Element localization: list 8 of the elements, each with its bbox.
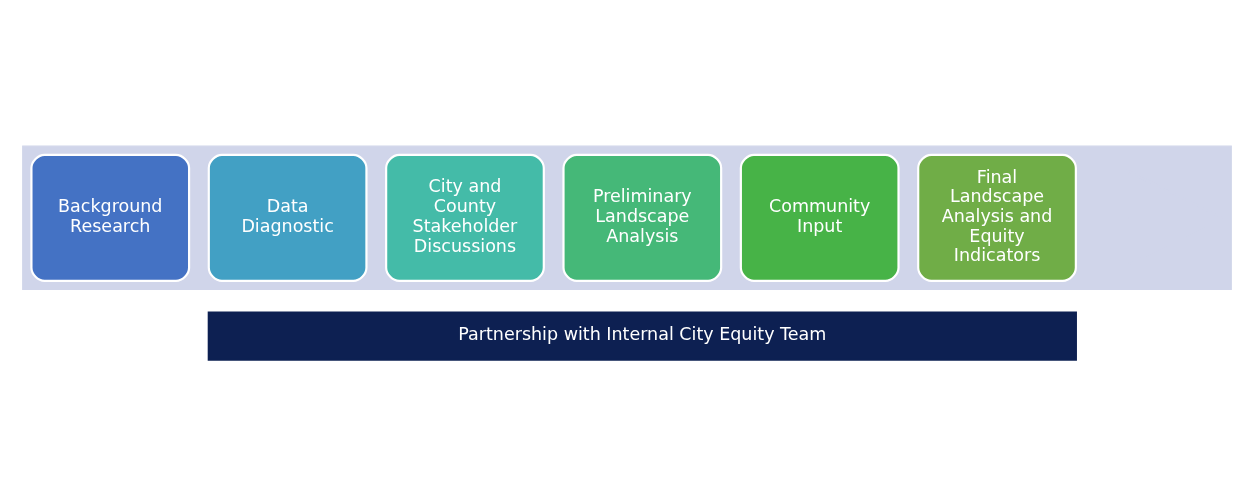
node-box: Data Diagnostic	[207, 153, 368, 282]
node-box: Partnership with Internal City Equity Team	[207, 310, 1077, 361]
node-box: Background Research	[30, 153, 191, 282]
node-box: Preliminary Landscape Analysis	[562, 153, 723, 282]
node-box: City and County Stakeholder Discussions	[385, 153, 545, 282]
node-box: Final Landscape Analysis and Equity Indicators	[917, 153, 1077, 282]
node-box: Community Input	[739, 153, 900, 282]
cluster	[22, 145, 1232, 290]
